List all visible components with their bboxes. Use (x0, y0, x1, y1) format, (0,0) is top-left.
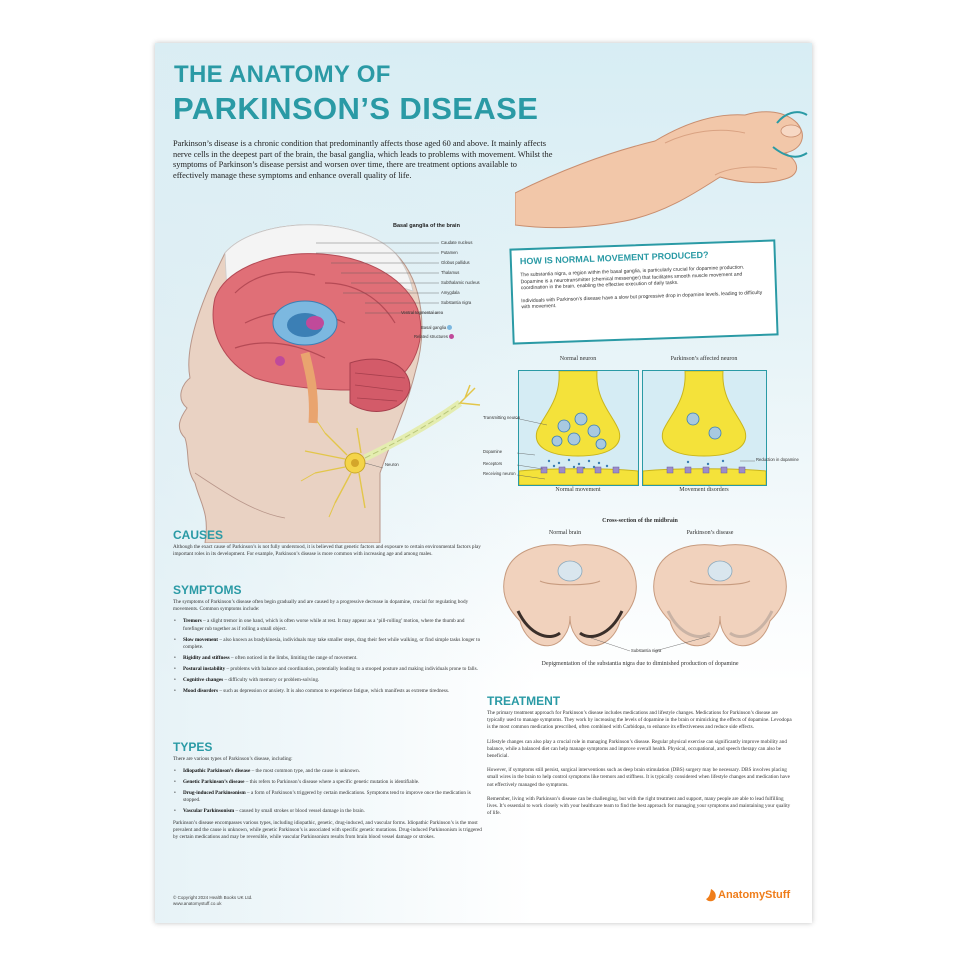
affected-neuron-panel (642, 370, 767, 486)
type-term: Idiopathic Parkinson’s disease (183, 768, 251, 775)
symptom-description: – a slight tremor in one hand, which is … (183, 618, 465, 632)
normal-neuron-title: Normal neuron (559, 356, 597, 362)
symptom-description: – difficulty with memory or problem-solv… (223, 676, 320, 683)
symptom-item: Slow movement – also known as bradykines… (174, 636, 483, 651)
movement-info-box: HOW IS NORMAL MOVEMENT PRODUCED? The sub… (509, 239, 779, 345)
label-leader-lines (316, 242, 439, 314)
label-dopamine: Dopamine (483, 449, 503, 454)
movement-disorders-caption: Movement disorders (679, 487, 729, 493)
symptom-item: Cognitive changes – difficulty with memo… (174, 676, 483, 684)
types-intro: There are various types of Parkinson’s d… (173, 756, 293, 762)
symptom-term: Tremors (183, 618, 202, 625)
type-item: Vascular Parkinsonism – caused by small … (174, 808, 483, 815)
midbrain-caption: Depigmentation of the substantia nigra d… (541, 661, 739, 667)
symptom-term: Postural instability (183, 665, 226, 672)
treatment-p4: Remember, living with Parkinson’s diseas… (487, 795, 791, 817)
types-list: Idiopathic Parkinson’s disease – the mos… (173, 768, 483, 816)
midbrain-cross-section (503, 544, 787, 652)
neuron-label: Neuron (385, 462, 399, 467)
midbrain-normal (503, 544, 637, 647)
causes-heading: CAUSES (173, 528, 224, 542)
basal-ganglia-title: Basal ganglia of the brain (393, 223, 460, 229)
treatment-heading: TREATMENT (487, 694, 561, 708)
legend-basal-ganglia: Basal ganglia (421, 325, 453, 331)
treatment-section: The primary treatment approach for Parki… (487, 710, 792, 817)
label-ventral-tegmental: Ventral tegmental area (401, 310, 444, 315)
symptom-term: Rigidity and stiffness (183, 654, 230, 661)
type-term: Drug-induced Parkinsonism (183, 790, 246, 797)
normal-movement-caption: Normal movement (555, 487, 601, 493)
intro-paragraph: Parkinson’s disease is a chronic conditi… (173, 139, 553, 180)
label-amygdala: Amygdala (441, 290, 460, 295)
legend-related: Related structures (414, 334, 455, 340)
movement-box-heading: HOW IS NORMAL MOVEMENT PRODUCED? (519, 249, 709, 267)
types-section: There are various types of Parkinson’s d… (173, 756, 483, 841)
symptom-description: – also known as bradykinesia, individual… (183, 636, 481, 650)
midbrain-title: Cross-section of the midbrain (602, 518, 678, 524)
midbrain-parkinsons (653, 544, 787, 647)
head-brain-illustration (178, 224, 423, 543)
symptoms-list: Tremors – a slight tremor in one hand, w… (173, 618, 483, 695)
symptom-item: Rigidity and stiffness – often noticed i… (174, 654, 483, 662)
normal-neuron-panel (518, 370, 639, 486)
midbrain-normal-label: Normal brain (548, 530, 582, 536)
label-receiving-neuron: Receiving neuron (483, 471, 516, 476)
types-outro: Parkinson’s disease encompasses various … (173, 819, 482, 841)
symptoms-heading: SYMPTOMS (173, 583, 242, 597)
type-description: – this refers to Parkinson’s disease whe… (244, 779, 420, 786)
legend-basal-dot (447, 325, 453, 331)
type-description: – a form of Parkinson’s triggered by cer… (183, 790, 471, 804)
title-line-2: PARKINSON’S DISEASE (173, 91, 539, 126)
symptom-item: Mood disorders – such as depression or a… (174, 687, 483, 695)
normal-synapse-diagram (519, 371, 638, 485)
type-term: Vascular Parkinsonism (183, 808, 235, 815)
label-transmitting-neuron: Transmitting neuron (483, 415, 521, 420)
label-putamen: Putamen (441, 250, 458, 255)
anatomystuff-logo: AnatomyStuff (705, 888, 790, 902)
neuron-illustration (300, 384, 481, 518)
midbrain-parkinsons-label: Parkinson’s disease (686, 530, 734, 536)
symptom-item: Tremors – a slight tremor in one hand, w… (174, 618, 483, 632)
causes-text: Although the exact cause of Parkinson’s … (173, 544, 481, 558)
affected-synapse-diagram (643, 371, 766, 485)
logo-mark-icon (706, 888, 716, 901)
treatment-p2: Lifestyle changes can also play a crucia… (487, 738, 787, 760)
symptom-term: Cognitive changes (183, 676, 224, 683)
synapse-leader-lines (514, 417, 755, 480)
substantia-nigra-label: Substantia nigra (631, 648, 662, 653)
symptom-description: – often noticed in the limbs, limiting t… (229, 654, 358, 661)
movement-box-text: The substantia nigra, a region within th… (520, 264, 763, 311)
type-description: – caused by small strokes or blood vesse… (234, 808, 365, 815)
label-globus-pallidus: Globus pallidus (441, 260, 470, 265)
type-item: Idiopathic Parkinson’s disease – the mos… (174, 768, 483, 775)
affected-neuron-title: Parkinson’s affected neuron (670, 356, 738, 362)
label-substantia-nigra: Substantia nigra (441, 300, 472, 305)
tremor-hand-illustration (515, 111, 808, 229)
symptom-term: Mood disorders (183, 687, 219, 694)
type-item: Genetic Parkinson’s disease – this refer… (174, 779, 483, 786)
symptom-description: – problems with balance and coordination… (225, 665, 478, 672)
label-reduction-dopamine: Reduction in dopamine (756, 457, 799, 462)
treatment-p3: However, if symptoms still persist, surg… (487, 767, 790, 788)
symptoms-intro: The symptoms of Parkinson’s disease ofte… (173, 599, 469, 613)
type-term: Genetic Parkinson’s disease (183, 779, 245, 786)
symptom-term: Slow movement (183, 636, 219, 643)
type-item: Drug-induced Parkinsonism – a form of Pa… (174, 790, 483, 804)
basal-ganglia-labels: Basal ganglia of the brain Caudate nucle… (316, 223, 511, 363)
label-subthalamic: Subthalamic nucleus (441, 280, 480, 285)
type-description: – the most common type, and the cause is… (250, 768, 361, 775)
symptom-item: Postural instability – problems with bal… (174, 665, 483, 673)
label-receptors: Receptors (483, 461, 503, 466)
symptom-description: – such as depression or anxiety. It is a… (218, 687, 450, 694)
types-heading: TYPES (173, 740, 213, 754)
symptoms-section: The symptoms of Parkinson’s disease ofte… (173, 599, 483, 699)
title-line-1: THE ANATOMY OF (174, 61, 391, 88)
treatment-p1: The primary treatment approach for Parki… (487, 710, 792, 731)
label-caudate: Caudate nucleus (441, 240, 473, 245)
legend-related-dot (449, 334, 455, 340)
label-thalamus: Thalamus (441, 270, 460, 275)
footer-copyright: © Copyright 2024 Health Books UK Ltd. ww… (173, 895, 253, 906)
poster: THE ANATOMY OF PARKINSON’S DISEASE Parki… (155, 43, 812, 923)
